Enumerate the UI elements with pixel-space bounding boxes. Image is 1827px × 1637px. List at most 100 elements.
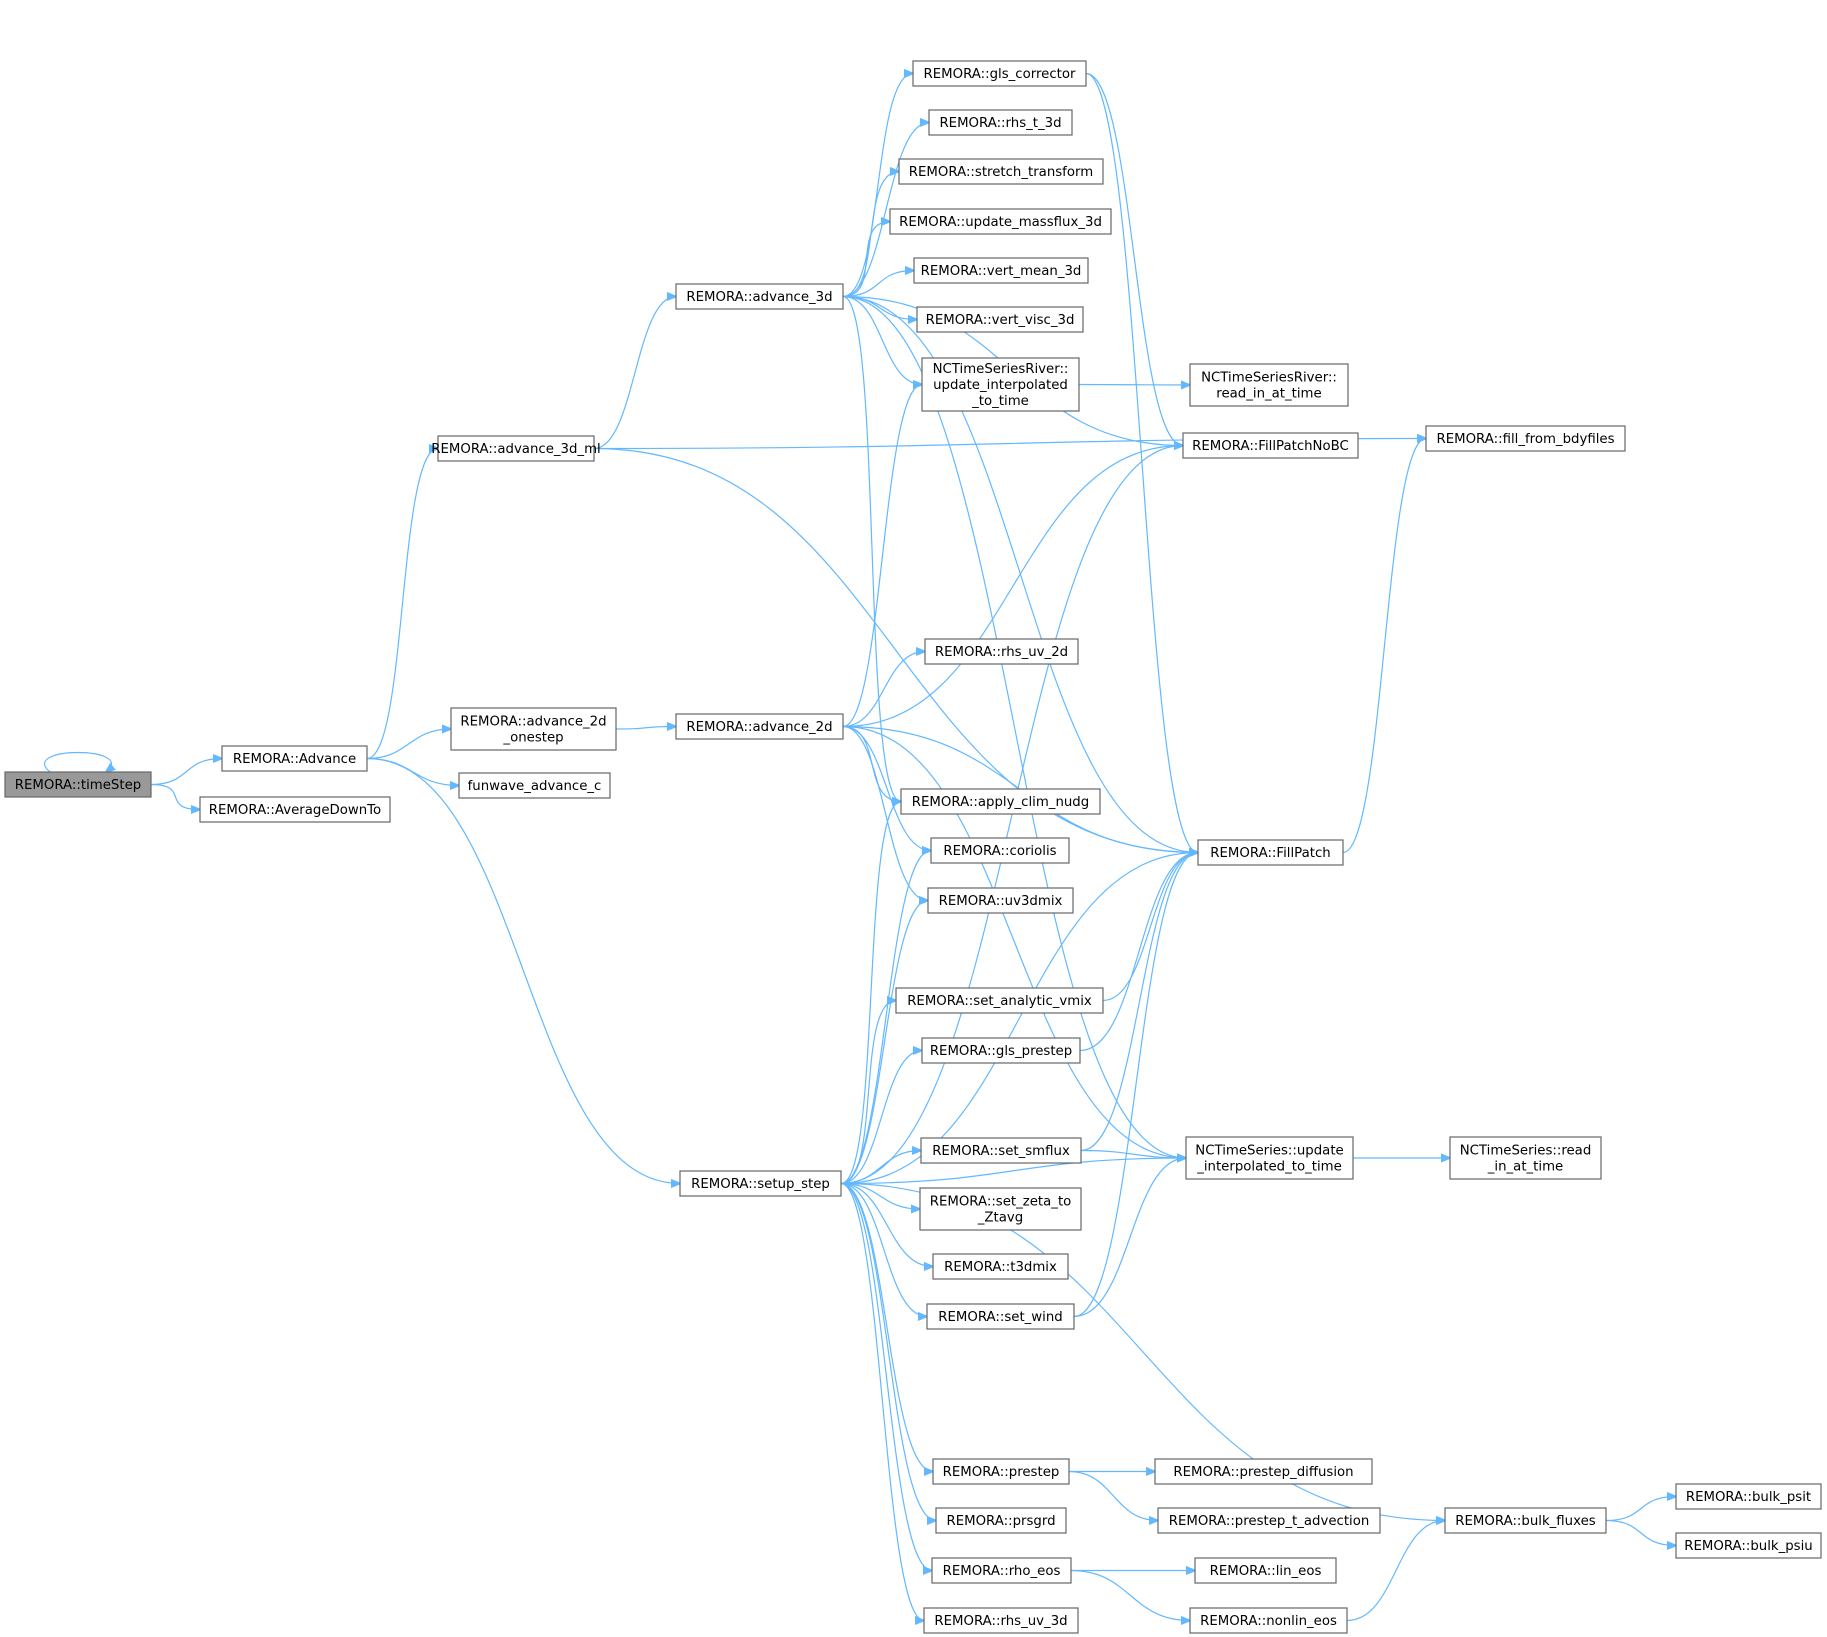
node-gls-prestep[interactable]: REMORA::gls_prestep	[921, 1037, 1081, 1064]
edge-advance-2d-onestep-to-advance-2d	[615, 727, 676, 730]
edge-ncriver-update-to-ncriver-read	[1078, 385, 1190, 386]
node-t3dmix[interactable]: REMORA::t3dmix	[932, 1253, 1069, 1280]
node-ncriver-update[interactable]: NCTimeSeriesRiver::update_interpolated_t…	[921, 357, 1080, 412]
node-box	[221, 745, 368, 772]
edge-time-step-to-time-step	[43, 751, 112, 773]
node-vert-mean-3d[interactable]: REMORA::vert_mean_3d	[913, 257, 1089, 284]
node-label: REMORA::AverageDownTo	[209, 803, 381, 818]
node-advance-3d-ml[interactable]: REMORA::advance_3d_ml	[431, 435, 601, 462]
node-box	[932, 1458, 1070, 1485]
node-set-wind[interactable]: REMORA::set_wind	[926, 1303, 1075, 1330]
node-box	[1449, 1136, 1602, 1180]
node-setup-step[interactable]: REMORA::setup_step	[679, 1170, 842, 1197]
node-label: NCTimeSeriesRiver::	[933, 362, 1069, 377]
node-box	[924, 638, 1079, 665]
node-label: REMORA::lin_eos	[1210, 1564, 1322, 1579]
node-nonlin-eos[interactable]: REMORA::nonlin_eos	[1189, 1607, 1348, 1634]
node-prestep-t-advection[interactable]: REMORA::prestep_t_advection	[1157, 1507, 1381, 1534]
node-uv3dmix[interactable]: REMORA::uv3dmix	[927, 887, 1074, 914]
node-label: REMORA::prestep	[943, 1465, 1060, 1480]
node-box	[895, 987, 1104, 1014]
node-nc-read[interactable]: NCTimeSeries::read_in_at_time	[1449, 1136, 1602, 1180]
edge-setup-step-to-prsgrd	[840, 1182, 936, 1521]
edge-advance-3d-ml-to-fill-patch	[593, 447, 1198, 853]
edge-advance-2d-to-uv3dmix	[842, 725, 928, 901]
node-box	[437, 435, 595, 462]
edge-rho-eos-to-nonlin-eos	[1070, 1569, 1190, 1621]
node-bulk-fluxes[interactable]: REMORA::bulk_fluxes	[1444, 1507, 1607, 1534]
node-label: funwave_advance_c	[468, 779, 602, 794]
edge-advance-3d-to-ncriver-update	[842, 295, 922, 385]
node-nc-update[interactable]: NCTimeSeries::update_interpolated_to_tim…	[1185, 1136, 1354, 1180]
node-box	[935, 1507, 1067, 1534]
node-ncriver-read[interactable]: NCTimeSeriesRiver::read_in_at_time	[1189, 363, 1349, 407]
node-funwave[interactable]: funwave_advance_c	[458, 772, 611, 799]
node-lin-eos[interactable]: REMORA::lin_eos	[1194, 1557, 1337, 1584]
node-apply-clim-nudg[interactable]: REMORA::apply_clim_nudg	[900, 788, 1101, 815]
node-set-analytic-vmix[interactable]: REMORA::set_analytic_vmix	[895, 987, 1104, 1014]
node-label: REMORA::bulk_psit	[1686, 1490, 1811, 1505]
node-box	[1444, 1507, 1607, 1534]
node-box	[458, 772, 611, 799]
node-label: REMORA::advance_2d	[686, 720, 832, 735]
node-bulk-psit[interactable]: REMORA::bulk_psit	[1675, 1483, 1822, 1510]
node-rho-eos[interactable]: REMORA::rho_eos	[931, 1557, 1072, 1584]
node-label: REMORA::timeStep	[15, 778, 141, 793]
node-bulk-psiu[interactable]: REMORA::bulk_psiu	[1675, 1532, 1822, 1559]
node-update-massflux-3d[interactable]: REMORA::update_massflux_3d	[889, 208, 1112, 235]
edge-layer	[43, 72, 1676, 1621]
node-box	[921, 357, 1080, 412]
node-label: REMORA::Advance	[233, 752, 356, 767]
node-label: _onestep	[502, 731, 563, 746]
edge-gls-corrector-to-fill-patch	[1085, 72, 1198, 853]
node-label: _to_time	[971, 394, 1029, 409]
node-label: REMORA::rhs_uv_2d	[935, 645, 1068, 660]
node-label: NCTimeSeries::read	[1460, 1144, 1592, 1159]
node-rhs-uv-2d[interactable]: REMORA::rhs_uv_2d	[924, 638, 1079, 665]
node-label: read_in_at_time	[1216, 387, 1321, 402]
node-label: REMORA::set_smflux	[932, 1144, 1070, 1159]
node-box	[679, 1170, 842, 1197]
edge-advance-to-funwave	[366, 757, 459, 786]
edge-set-analytic-vmix-to-fill-patch	[1102, 853, 1198, 1002]
node-advance-2d[interactable]: REMORA::advance_2d	[675, 713, 844, 740]
node-average-down-to[interactable]: REMORA::AverageDownTo	[199, 796, 391, 823]
node-set-zeta-to-ztavg[interactable]: REMORA::set_zeta_to_Ztavg	[919, 1187, 1082, 1231]
node-label: REMORA::coriolis	[943, 844, 1056, 859]
edge-time-step-to-advance	[150, 759, 222, 786]
node-fill-patch[interactable]: REMORA::FillPatch	[1197, 839, 1344, 866]
node-time-step[interactable]: REMORA::timeStep	[4, 771, 152, 798]
node-box	[1182, 432, 1359, 459]
node-coriolis[interactable]: REMORA::coriolis	[930, 837, 1070, 864]
edge-set-wind-to-fill-patch	[1073, 853, 1198, 1318]
edge-set-smflux-to-nc-update	[1080, 1149, 1186, 1159]
node-stretch-transform[interactable]: REMORA::stretch_transform	[898, 158, 1104, 185]
node-prestep[interactable]: REMORA::prestep	[932, 1458, 1070, 1485]
node-prsgrd[interactable]: REMORA::prsgrd	[935, 1507, 1067, 1534]
node-rhs-uv-3d[interactable]: REMORA::rhs_uv_3d	[923, 1607, 1079, 1634]
node-box	[919, 1187, 1082, 1231]
node-box	[932, 1253, 1069, 1280]
node-prestep-diffusion[interactable]: REMORA::prestep_diffusion	[1154, 1458, 1373, 1485]
node-label: NCTimeSeriesRiver::	[1201, 371, 1337, 386]
node-advance-3d[interactable]: REMORA::advance_3d	[675, 283, 844, 310]
edge-advance-2d-to-ncriver-update	[842, 385, 922, 728]
node-box	[1425, 425, 1626, 452]
node-advance[interactable]: REMORA::Advance	[221, 745, 368, 772]
edge-setup-step-to-prestep	[840, 1182, 933, 1472]
node-rhs-t-3d[interactable]: REMORA::rhs_t_3d	[928, 109, 1073, 136]
edge-time-step-to-average-down-to	[150, 783, 200, 810]
node-set-smflux[interactable]: REMORA::set_smflux	[920, 1137, 1082, 1164]
node-fill-from-bdyfiles[interactable]: REMORA::fill_from_bdyfiles	[1425, 425, 1626, 452]
node-fill-patch-no-bc[interactable]: REMORA::FillPatchNoBC	[1182, 432, 1359, 459]
node-advance-2d-onestep[interactable]: REMORA::advance_2d_onestep	[450, 707, 617, 751]
node-box	[928, 109, 1073, 136]
node-label: REMORA::stretch_transform	[909, 165, 1093, 180]
node-label: REMORA::prsgrd	[946, 1514, 1055, 1529]
node-label: REMORA::update_massflux_3d	[899, 215, 1102, 230]
node-label: REMORA::bulk_fluxes	[1455, 1514, 1595, 1529]
node-box	[927, 887, 1074, 914]
node-gls-corrector[interactable]: REMORA::gls_corrector	[912, 60, 1087, 87]
edge-setup-step-to-set-wind	[840, 1182, 927, 1317]
node-vert-visc-3d[interactable]: REMORA::vert_visc_3d	[916, 306, 1084, 333]
